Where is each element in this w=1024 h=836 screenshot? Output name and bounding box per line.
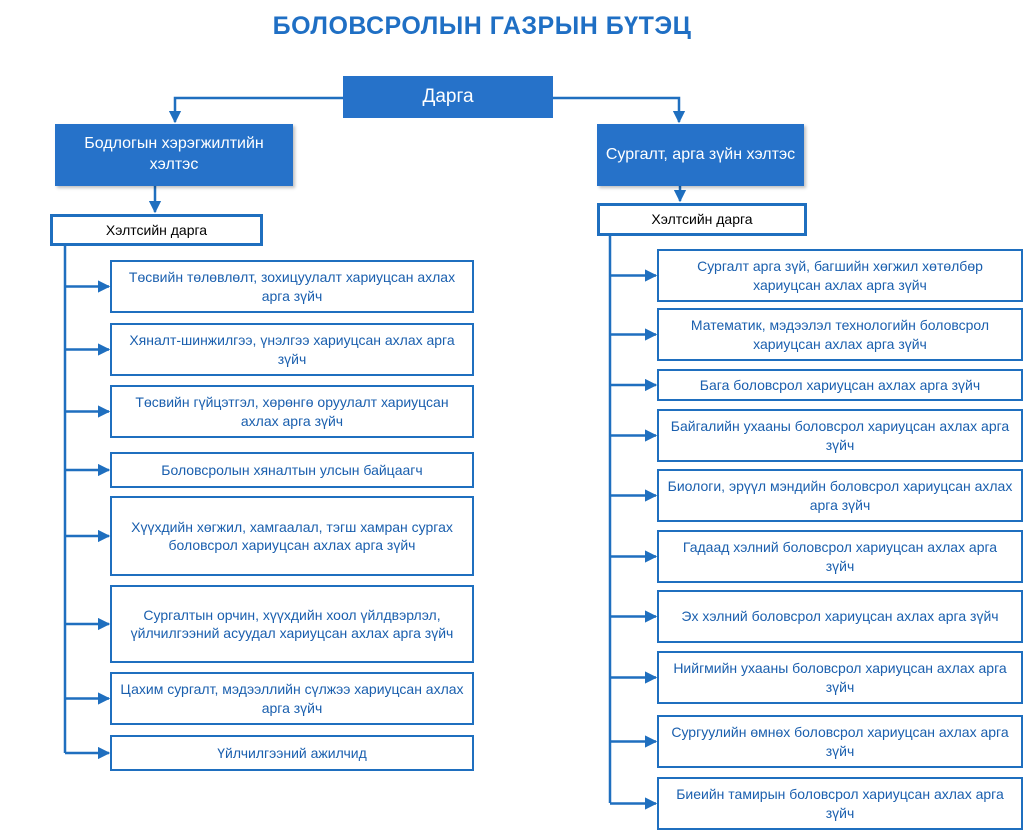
head-director-box: Дарга xyxy=(343,76,553,118)
right-role-box: Сургуулийн өмнөх боловсрол хариуцсан ахл… xyxy=(657,715,1023,768)
left-department-head-box: Хэлтсийн дарга xyxy=(50,214,263,246)
right-role-box: Байгалийн ухааны боловсрол хариуцсан ахл… xyxy=(657,409,1023,462)
right-role-box: Биеийн тамирын боловсрол хариуцсан ахлах… xyxy=(657,777,1023,830)
left-department-box: Бодлогын хэрэгжилтийн хэлтэс xyxy=(55,124,293,186)
right-role-box: Гадаад хэлний боловсрол хариуцсан ахлах … xyxy=(657,530,1023,583)
left-role-box: Төсвийн төлөвлөлт, зохицуулалт хариуцсан… xyxy=(110,260,474,313)
right-role-box: Бага боловсрол хариуцсан ахлах арга зүйч xyxy=(657,369,1023,401)
page-title: БОЛОВСРОЛЫН ГАЗРЫН БҮТЭЦ xyxy=(272,12,692,40)
left-role-box: Төсвийн гүйцэтгэл, хөрөнгө оруулалт хари… xyxy=(110,385,474,438)
right-department-box: Сургалт, арга зүйн хэлтэс xyxy=(597,124,804,186)
head-to-right-connector xyxy=(553,96,686,124)
right-department-head-box: Хэлтсийн дарга xyxy=(597,203,807,236)
left-role-box: Үйлчилгээний ажилчид xyxy=(110,735,474,771)
head-to-left-connector xyxy=(168,96,343,124)
left-role-box: Хяналт-шинжилгээ, үнэлгээ хариуцсан ахла… xyxy=(110,323,474,376)
right-role-box: Нийгмийн ухааны боловсрол хариуцсан ахла… xyxy=(657,651,1023,704)
right-role-box: Математик, мэдээлэл технологийн боловсро… xyxy=(657,308,1023,361)
right-role-box: Биологи, эрүүл мэндийн боловсрол хариуцс… xyxy=(657,469,1023,522)
right-role-box: Эх хэлний боловсрол хариуцсан ахлах арга… xyxy=(657,590,1023,643)
right-role-box: Сургалт арга зүй, багшийн хөгжил хөтөлбө… xyxy=(657,249,1023,302)
left-role-box: Боловсролын хяналтын улсын байцаагч xyxy=(110,452,474,488)
left-role-box: Цахим сургалт, мэдээллийн сүлжээ хариуцс… xyxy=(110,672,474,725)
left-role-box: Сургалтын орчин, хүүхдийн хоол үйлдвэрлэ… xyxy=(110,585,474,663)
left-role-box: Хүүхдийн хөгжил, хамгаалал, тэгш хамран … xyxy=(110,496,474,576)
